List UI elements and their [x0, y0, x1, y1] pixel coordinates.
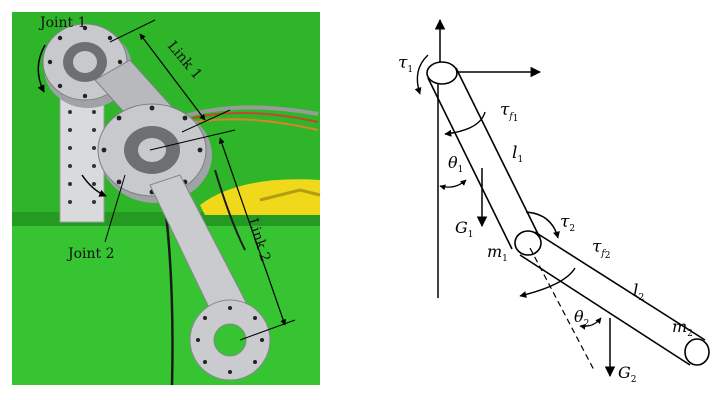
- joint2-rotation-arrow: [81, 174, 107, 197]
- joint1-rotation-arrow: [37, 44, 46, 93]
- g1-label: G1: [455, 218, 474, 240]
- tau-f1-label: τf1: [500, 100, 518, 124]
- tau1-label: τ1: [398, 53, 413, 75]
- link1-dim-top: [109, 19, 156, 43]
- link1-dim-bottom: [181, 109, 231, 133]
- l2-label: l2: [633, 281, 644, 303]
- bracket-holes: [68, 110, 96, 204]
- joint1-label: Joint 1: [38, 15, 87, 31]
- l1-label: l1: [512, 143, 523, 165]
- link2-dim-top: [149, 129, 236, 151]
- cable-orange: [184, 118, 319, 131]
- joint2-cylinder: [514, 230, 542, 256]
- tau-f2-label: τf2: [592, 237, 610, 261]
- tau-f1-arc: [444, 111, 486, 137]
- robot-photo: Joint 1 Joint 2 Link 1 Link 2: [12, 12, 321, 386]
- link1-dim: [139, 33, 206, 121]
- joint2-label: Joint 2: [66, 246, 115, 262]
- tau-f2-arc: [519, 267, 576, 298]
- link1-edge-right: [455, 67, 541, 239]
- theta2-arc: [579, 317, 602, 330]
- tau1-arc: [414, 54, 429, 95]
- link2-end-cylinder: [684, 338, 710, 366]
- g2-label: G2: [618, 363, 637, 385]
- tau2-arc: [525, 211, 560, 239]
- tau2-label: τ2: [560, 212, 575, 234]
- m1-label: m1: [487, 242, 508, 264]
- link2-dim: [218, 137, 287, 326]
- theta1-label: θ1: [448, 153, 463, 175]
- photo-floor: [12, 225, 320, 385]
- link1-extension-dashed: [529, 247, 596, 373]
- joint2-pointer: [104, 174, 126, 243]
- schematic-diagram: τ1 τf1 l1 θ1 G1 τ2 m1 τf2 l2 θ2 m2 G2: [398, 18, 710, 385]
- link1-edge-left: [427, 77, 513, 250]
- link2-edge-bottom: [519, 254, 691, 366]
- theta1-arc: [439, 179, 467, 191]
- joint1-cylinder: [426, 61, 458, 85]
- theta2-label: θ2: [574, 307, 589, 329]
- mounting-bracket: [59, 91, 105, 223]
- link2-edge-top: [534, 231, 706, 341]
- m2-label: m2: [672, 317, 693, 339]
